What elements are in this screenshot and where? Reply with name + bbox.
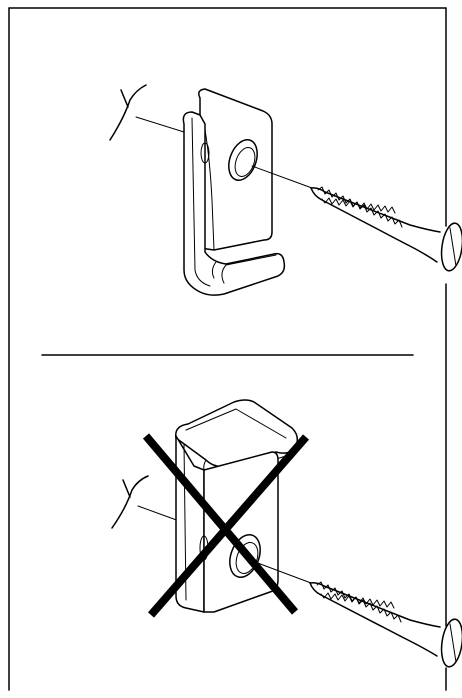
- panel-correct: [109, 84, 462, 296]
- screw-guide-line: [251, 165, 313, 189]
- frame: [8, 7, 447, 691]
- wood-screw-icon-bottom: [309, 581, 462, 668]
- x-cross-icon: [142, 433, 310, 618]
- panel-incorrect: [111, 399, 462, 668]
- y-mark-symbol: [109, 84, 185, 141]
- clip-bracket-icon-inverted: [175, 399, 299, 613]
- clip-bracket-icon: [182, 88, 286, 296]
- y-mark-symbol-bottom: [111, 475, 183, 529]
- wood-screw-icon: [310, 186, 462, 272]
- screw-guide-line-bottom: [254, 561, 312, 584]
